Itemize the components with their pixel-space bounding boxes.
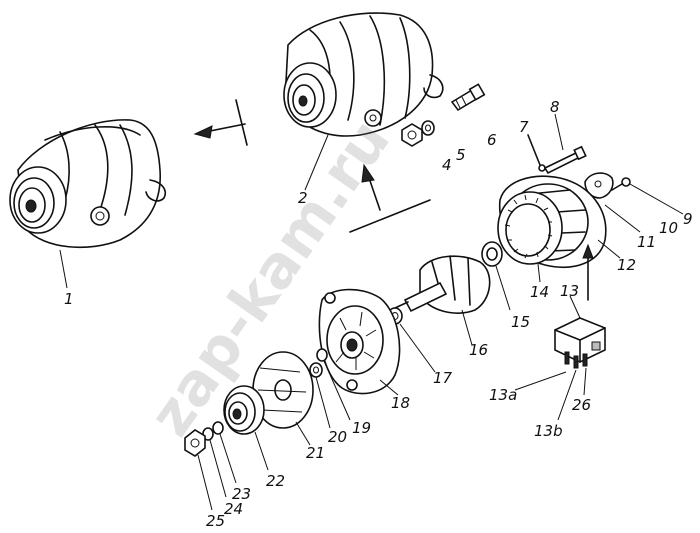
spacer-19	[316, 348, 351, 421]
label-21: 21	[306, 444, 325, 462]
fan-21	[252, 351, 314, 446]
label-17: 17	[433, 369, 453, 387]
label-13b: 13b	[534, 422, 563, 440]
washer-23	[212, 421, 237, 484]
direction-arrow-left	[193, 99, 248, 146]
bearing-15	[481, 241, 511, 311]
label-12: 12	[617, 256, 636, 274]
label-13: 13	[560, 282, 579, 300]
nut-4	[401, 123, 423, 147]
label-11: 11	[637, 233, 656, 251]
washer-5	[421, 120, 435, 136]
label-25: 25	[206, 512, 225, 530]
washer-20	[309, 362, 331, 429]
label-20: 20	[328, 428, 347, 446]
direction-arrow-up	[349, 163, 431, 233]
alternator-assembled-2	[283, 12, 444, 191]
label-5: 5	[456, 146, 466, 164]
label-6: 6	[487, 131, 497, 149]
rotor-16	[394, 255, 491, 346]
voltage-regulator-13	[514, 243, 606, 421]
label-13a: 13a	[489, 386, 517, 404]
label-18: 18	[391, 394, 410, 412]
label-24: 24	[224, 500, 243, 518]
pulley-22	[223, 385, 269, 471]
label-14: 14	[530, 283, 549, 301]
label-1: 1	[64, 290, 74, 308]
label-26: 26	[572, 396, 591, 414]
label-4: 4	[442, 156, 452, 174]
label-16: 16	[469, 341, 488, 359]
screw-9	[611, 177, 684, 215]
wire-11	[604, 204, 641, 233]
label-22: 22	[266, 472, 285, 490]
alternator-assembled-1	[9, 119, 166, 289]
nut-25	[184, 429, 213, 511]
label-2: 2	[298, 189, 308, 207]
screw-7	[527, 134, 546, 172]
stator-14	[497, 191, 563, 283]
label-8: 8	[550, 98, 560, 116]
label-15: 15	[511, 313, 530, 331]
bolt-6	[450, 83, 486, 112]
label-10: 10	[659, 219, 678, 237]
label-19: 19	[352, 419, 371, 437]
label-9: 9	[683, 210, 693, 228]
front-housing-18	[318, 288, 401, 396]
bolt-8	[543, 113, 587, 175]
label-23: 23	[232, 485, 251, 503]
label-7: 7	[519, 118, 529, 136]
